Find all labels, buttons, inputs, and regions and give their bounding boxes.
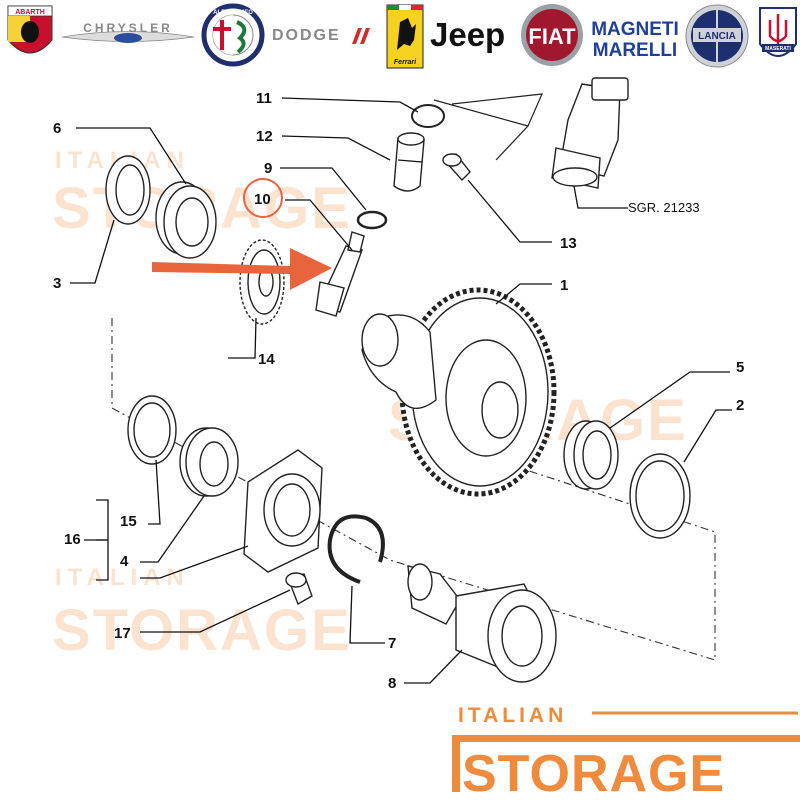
seal-ring-part-15 <box>127 395 177 465</box>
lancia-text: LANCIA <box>698 31 736 42</box>
alfa-romeo-logo: ALFA ROMEO <box>201 3 265 67</box>
magneti-text: MAGNETI <box>591 19 679 40</box>
callout-5: 5 <box>736 359 744 376</box>
watermark-3: ITALIAN STORAGE <box>52 564 352 663</box>
callout-6: 6 <box>53 120 61 137</box>
jeep-text: Jeep <box>430 16 505 53</box>
fiat-logo: FIAT <box>521 4 583 66</box>
upper-bracket-lines <box>433 93 543 161</box>
alfa-romeo-text: ALFA ROMEO <box>213 10 253 16</box>
callout-7: 7 <box>388 635 396 652</box>
jeep-logo: Jeep <box>430 16 505 53</box>
callout-12: 12 <box>256 128 273 145</box>
sensor-code: SGR. 21233 <box>628 200 700 215</box>
highlight-arrow <box>152 248 332 290</box>
callout-9: 9 <box>264 160 272 177</box>
abarth-logo: ABARTH <box>7 5 53 54</box>
drive-gear-part-14 <box>239 239 285 325</box>
ferrari-logo: Ferrari <box>386 4 424 69</box>
seal-ring-part-2 <box>629 453 691 539</box>
leader-lines <box>70 97 732 684</box>
abarth-text: ABARTH <box>15 9 45 16</box>
callout-14: 14 <box>258 351 275 368</box>
watermark-line2: STORAGE <box>52 598 352 663</box>
ring-part-9 <box>356 210 388 230</box>
italian-storage-logo: ITALIAN STORAGE <box>452 704 800 800</box>
taper-bearing-part-6 <box>155 181 217 259</box>
dodge-text: DODGE <box>272 27 341 44</box>
callout-1: 1 <box>560 277 568 294</box>
o-ring-part-11 <box>411 104 445 128</box>
dodge-logo: DODGE <box>272 27 370 44</box>
maserati-text: MASERATI <box>765 46 791 52</box>
brand-strip: ABARTH CHRYSLER ALFA ROMEO DODGE <box>7 3 797 69</box>
chrysler-text: CHRYSLER <box>83 21 173 35</box>
callout-4: 4 <box>120 553 129 570</box>
callout-17: 17 <box>114 625 131 642</box>
bearing-part-5 <box>563 420 619 490</box>
bearing-race-part-3 <box>105 155 151 225</box>
highlight-circle-10 <box>243 178 283 218</box>
callout-15: 15 <box>120 513 137 530</box>
chrysler-logo: CHRYSLER <box>61 21 195 43</box>
callout-11: 11 <box>256 90 272 107</box>
fiat-text: FIAT <box>528 24 576 49</box>
ferrari-text: Ferrari <box>394 59 417 66</box>
maserati-logo: MASERATI <box>759 7 797 57</box>
magneti-marelli-logo: MAGNETI MARELLI <box>591 19 679 61</box>
callout-16: 16 <box>64 531 81 548</box>
lancia-logo: LANCIA <box>685 4 749 68</box>
bearing-flange-plate <box>243 449 323 573</box>
footer-logo-line1: ITALIAN <box>458 704 567 727</box>
callout-13: 13 <box>560 235 577 252</box>
callout-2: 2 <box>736 397 744 414</box>
callout-8: 8 <box>388 675 396 692</box>
marelli-text: MARELLI <box>593 40 677 61</box>
callout-labels: 11 12 9 10 6 3 14 13 SGR. 21233 1 5 2 15… <box>53 90 744 692</box>
pinion-shaft-part-10 <box>315 231 365 317</box>
callout-10: 10 <box>254 191 271 208</box>
footer-logo-line2: STORAGE <box>462 745 725 800</box>
bolt-part-17 <box>285 572 313 606</box>
screw-part-13 <box>442 153 471 182</box>
bearing-part-4 <box>179 427 239 497</box>
speed-sensor-sgr <box>551 77 629 189</box>
differential-part-1 <box>361 287 557 497</box>
sleeve-part-12 <box>393 132 425 192</box>
output-joint-part-8 <box>407 563 557 683</box>
circlip-part-7 <box>327 514 385 584</box>
callout-3: 3 <box>53 275 61 292</box>
